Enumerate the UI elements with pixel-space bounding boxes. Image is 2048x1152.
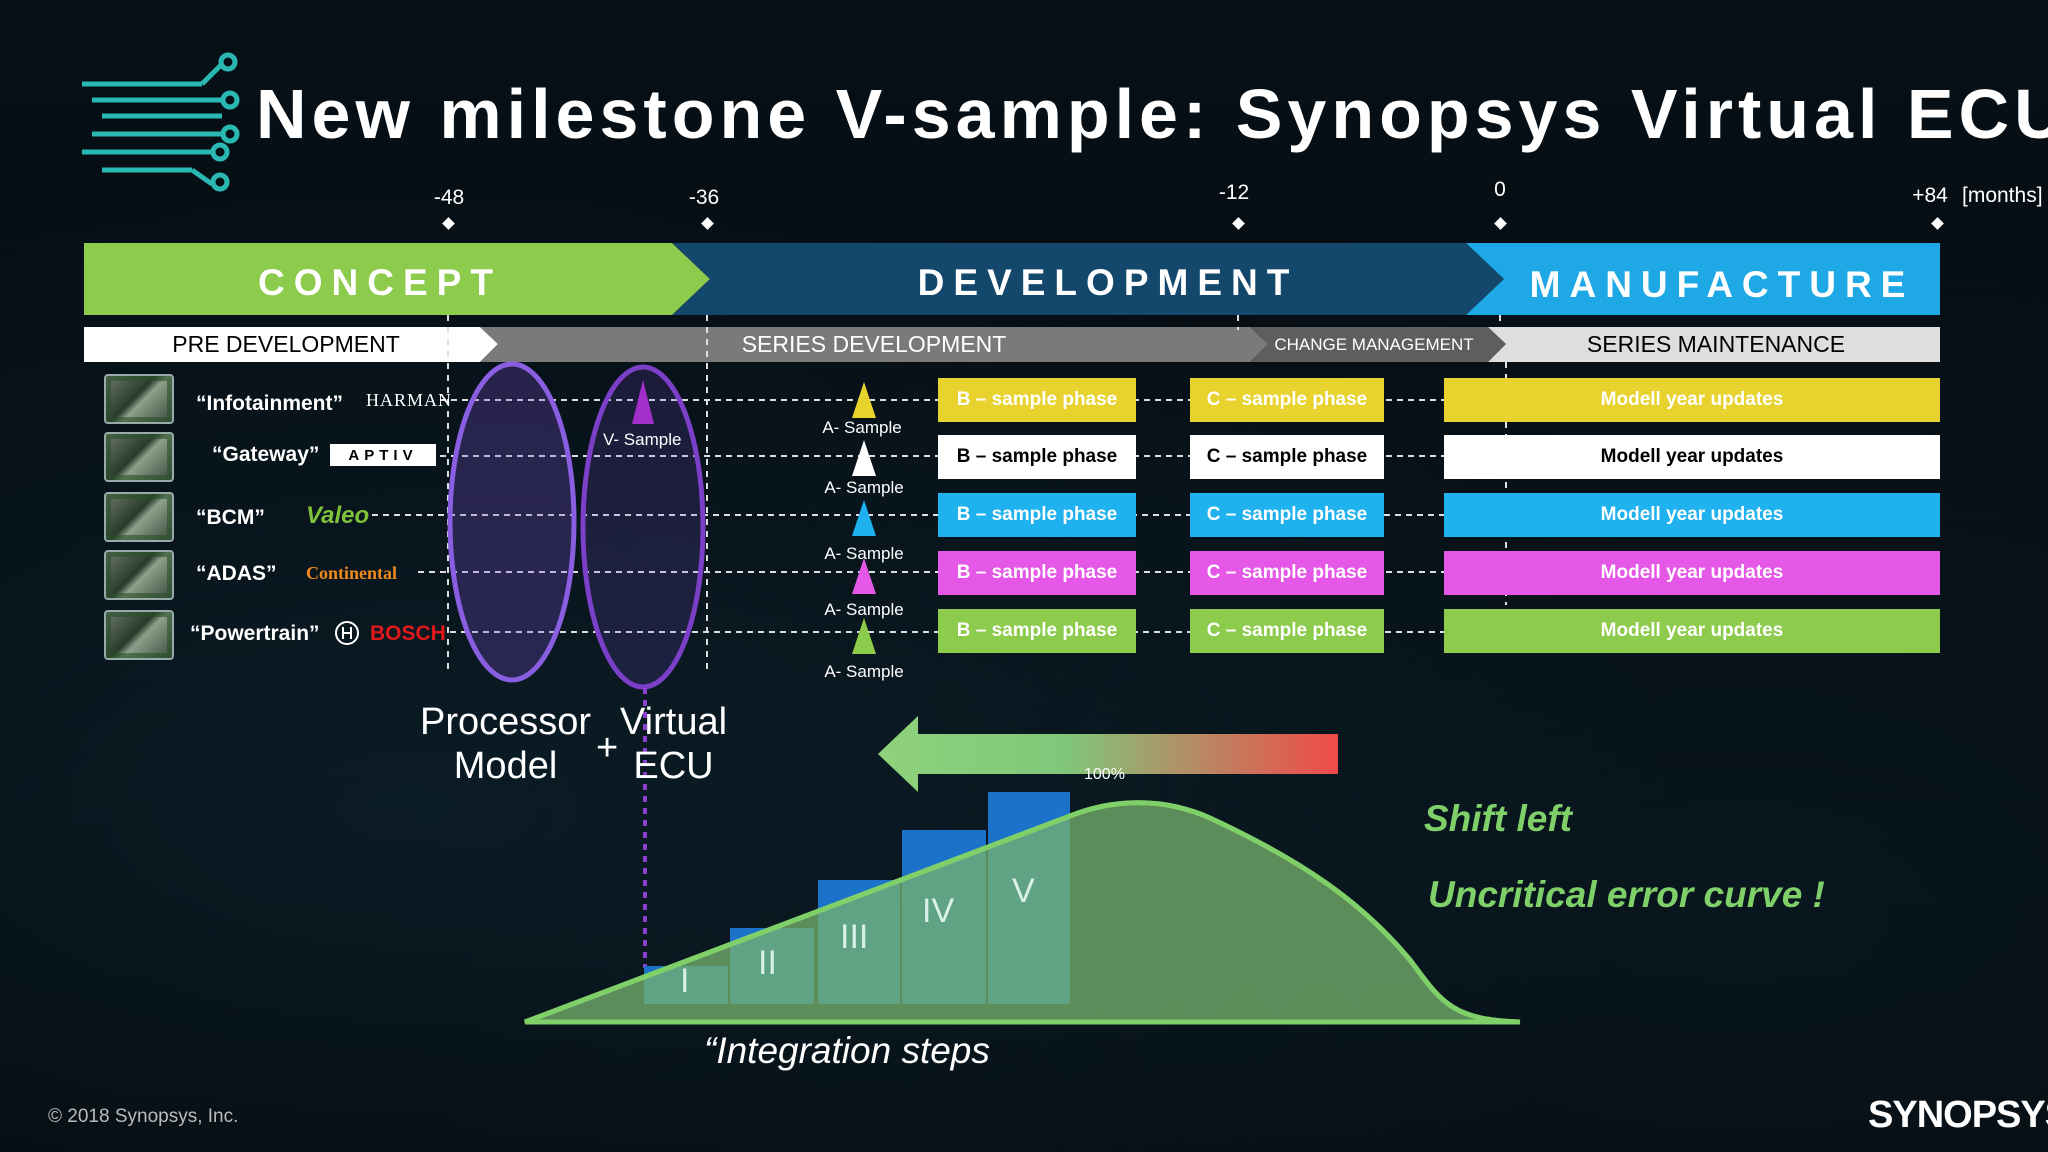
bosch-logo: BOSCH: [370, 622, 446, 645]
subphase-pre-development: PRE DEVELOPMENT: [172, 331, 400, 357]
integration-steps-label: “Integration steps: [704, 1030, 990, 1071]
aptiv-logo: APTIV: [330, 444, 436, 466]
c-sample-phase-box: C – sample phase: [1190, 378, 1384, 422]
circuit-logo-icon: [82, 52, 240, 192]
a-sample-triangle: [852, 382, 876, 418]
tick-label: 0: [1494, 178, 1506, 201]
phase-development-label: DEVELOPMENT: [917, 262, 1299, 303]
v-sample-label: V- Sample: [603, 430, 682, 449]
percent-label: 100%: [1084, 766, 1125, 783]
b-sample-phase-box: B – sample phase: [938, 609, 1136, 653]
a-sample-label: A- Sample: [824, 600, 904, 619]
change-management-bar: [1250, 327, 1506, 362]
ecu-name: “Gateway”: [212, 443, 320, 466]
c-sample-phase-box: C – sample phase: [1190, 435, 1384, 479]
page-title: New milestone V-sample: Synopsys Virtual…: [256, 75, 2048, 153]
shift-left-label: Shift left: [1424, 798, 1572, 839]
series-development-bar: [480, 327, 1268, 362]
v-sample-marker: [632, 380, 654, 424]
modell-year-updates-box: Modell year updates: [1444, 435, 1940, 479]
virtual-ecu-label: Virtual ECU: [620, 701, 728, 787]
b-sample-phase-box: B – sample phase: [938, 493, 1136, 537]
tick-label: -36: [688, 186, 720, 209]
ecu-board-image: [104, 610, 174, 660]
a-sample-triangle: [852, 618, 876, 654]
harman-logo: HARMAN: [366, 390, 453, 410]
plus-sign: +: [596, 727, 619, 769]
error-curve-label: Uncritical error curve !: [1428, 874, 1825, 915]
ecu-name: “ADAS”: [196, 562, 277, 585]
series-maintenance-bar: [1488, 327, 1940, 362]
step-label-v: V: [1012, 872, 1035, 910]
step-label-i: I: [680, 962, 690, 1000]
tick-label: +84: [1912, 184, 1948, 207]
c-sample-phase-box: C – sample phase: [1190, 493, 1384, 537]
ecu-name: “Powertrain”: [190, 622, 320, 645]
modell-year-updates-box: Modell year updates: [1444, 551, 1940, 595]
tick-label: -12: [1218, 181, 1250, 204]
ecu-board-image: [104, 550, 174, 600]
subphase-series-maintenance: SERIES MAINTENANCE: [1586, 331, 1846, 357]
a-sample-triangle: [852, 500, 876, 536]
ecu-board-image: [104, 374, 174, 424]
tick-label: -48: [433, 186, 465, 209]
phase-manufacture-label: MANUFACTURE: [1529, 264, 1915, 305]
phase-concept-label: CONCEPT: [258, 262, 502, 303]
a-sample-label: A- Sample: [824, 544, 904, 563]
b-sample-phase-box: B – sample phase: [938, 378, 1136, 422]
ecu-board-image: [104, 432, 174, 482]
step-label-iv: IV: [922, 892, 955, 930]
subphase-change-management: CHANGE MANAGEMENT: [1274, 335, 1474, 354]
c-sample-phase-box: C – sample phase: [1190, 551, 1384, 595]
subphase-series-development: SERIES DEVELOPMENT: [741, 331, 1007, 357]
synopsys-logo: SYNOPSYS: [1868, 1094, 2048, 1136]
step-label-iii: III: [840, 918, 869, 956]
step-label-ii: II: [758, 944, 777, 982]
shift-left-arrow: [878, 716, 1338, 792]
b-sample-phase-box: B – sample phase: [938, 435, 1136, 479]
modell-year-updates-box: Modell year updates: [1444, 609, 1940, 653]
a-sample-triangle: [852, 558, 876, 594]
concept-arrow: [84, 243, 710, 315]
processor-model-ellipse: [447, 361, 577, 683]
pre-development-bar: [84, 327, 498, 362]
modell-year-updates-box: Modell year updates: [1444, 378, 1940, 422]
c-sample-phase-box: C – sample phase: [1190, 609, 1384, 653]
modell-year-updates-box: Modell year updates: [1444, 493, 1940, 537]
tick-unit: [months]: [1962, 184, 2043, 207]
ecu-name: “BCM”: [196, 506, 265, 529]
manufacture-arrow: [1466, 243, 1940, 315]
ecu-name: “Infotainment”: [196, 392, 343, 415]
b-sample-phase-box: B – sample phase: [938, 551, 1136, 595]
a-sample-label: A- Sample: [824, 478, 904, 497]
a-sample-label: A- Sample: [822, 418, 902, 437]
copyright: © 2018 Synopsys, Inc.: [48, 1106, 239, 1127]
development-arrow: [672, 243, 1504, 315]
valeo-logo: Valeo: [306, 502, 370, 529]
a-sample-triangle: [852, 440, 876, 476]
ecu-board-image: [104, 492, 174, 542]
a-sample-label: A- Sample: [824, 662, 904, 681]
processor-model-label: Processor Model: [420, 701, 592, 787]
bosch-icon: [335, 621, 359, 645]
virtual-ecu-ellipse: [580, 364, 706, 690]
continental-logo: Continental: [306, 563, 398, 583]
